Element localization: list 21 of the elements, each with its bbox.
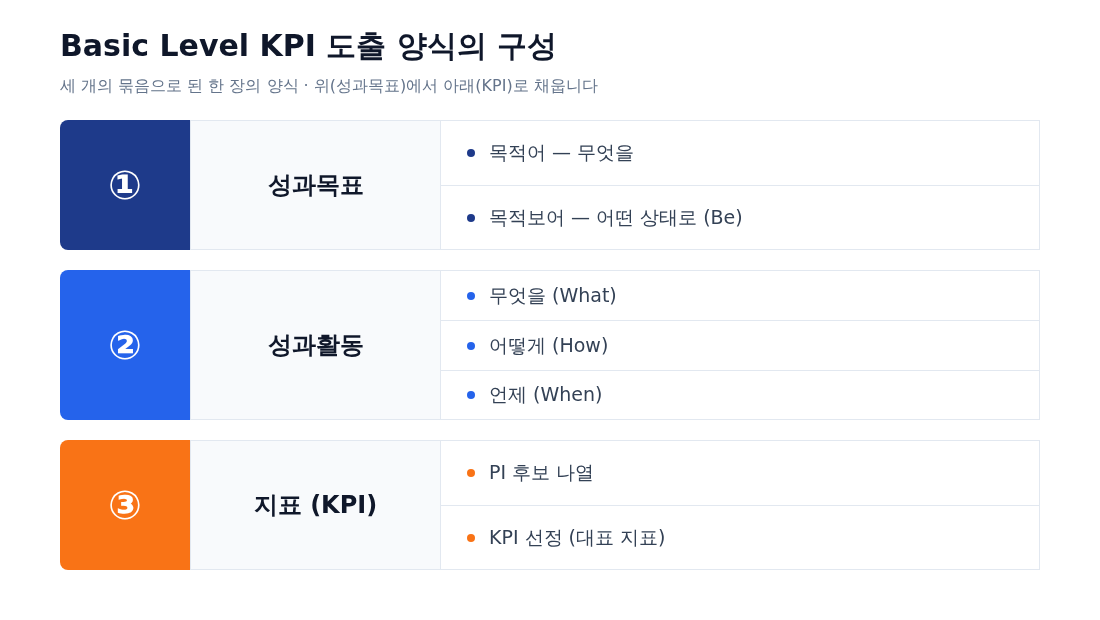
category-cell: 성과활동	[190, 270, 441, 420]
item-cell	[440, 270, 1040, 321]
title: Basic Level KPI 도출 양식의 구성	[60, 27, 558, 65]
item-text: 목적보어 — 어떤 상태로 (Be)	[489, 204, 743, 230]
number-badge: ①	[60, 120, 190, 250]
item-cell	[440, 505, 1040, 570]
subtitle: 세 개의 묶음으로 된 한 장의 양식 · 위(성과목표)에서 아래(KPI)로 채웁니다	[60, 76, 598, 97]
number-badge: ②	[60, 270, 190, 420]
item-text: PI 후보 나열	[489, 460, 595, 485]
category-cell: 지표 (KPI)	[190, 440, 441, 570]
category-cell: 성과목표	[190, 120, 441, 250]
item-text: 목적어 — 무엇을	[489, 140, 635, 165]
number-badge: ③	[60, 440, 190, 570]
item-cell	[440, 370, 1040, 420]
item-cell	[440, 185, 1040, 250]
item-text: 어떻게 (How)	[489, 332, 609, 358]
item-text: 언제 (When)	[489, 382, 603, 407]
item-text: 무엇을 (What)	[489, 282, 617, 308]
item-cell	[440, 120, 1040, 186]
item-text: KPI 선정 (대표 지표)	[489, 524, 666, 550]
item-cell	[440, 440, 1040, 506]
